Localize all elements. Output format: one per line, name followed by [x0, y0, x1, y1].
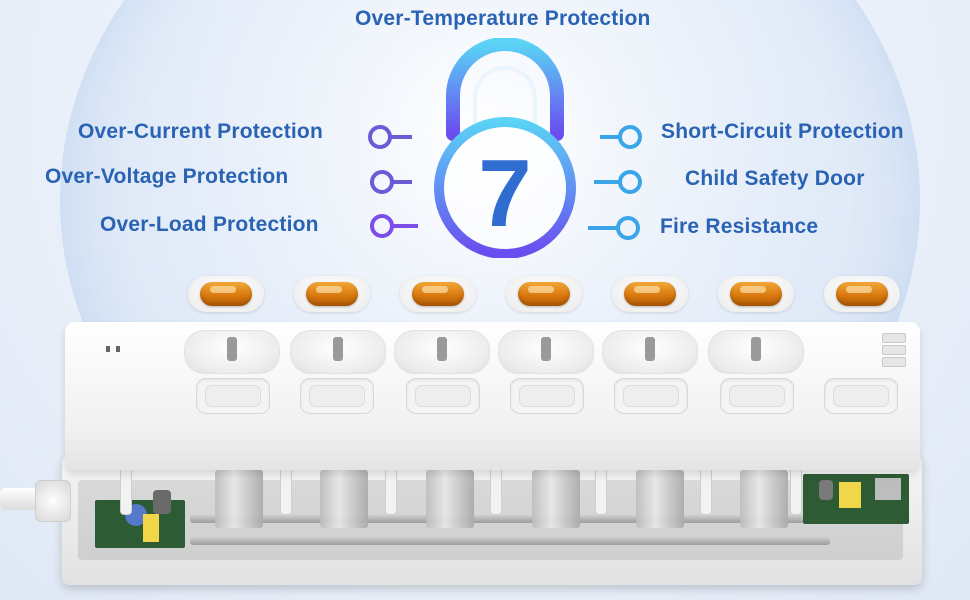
- socket-contact: [636, 470, 684, 528]
- outlet-socket: [708, 330, 804, 374]
- rocker-cap: [518, 282, 570, 306]
- feature-fire-resistance: Fire Resistance: [660, 215, 819, 238]
- outlet-switch-slot: [720, 378, 794, 414]
- rocker-switch: [612, 276, 688, 312]
- support-post: [790, 465, 802, 515]
- connectors-right: [588, 125, 642, 240]
- connector-node-short-circuit: [618, 125, 642, 149]
- rocker-switch: [400, 276, 476, 312]
- feature-over-temperature: Over-Temperature Protection: [355, 7, 651, 30]
- feature-over-current: Over-Current Protection: [78, 120, 323, 143]
- lock-number: 7: [478, 140, 532, 247]
- connector-node-over-load: [370, 214, 394, 238]
- connector-node-over-current: [368, 125, 392, 149]
- feature-over-voltage: Over-Voltage Protection: [45, 165, 289, 188]
- usb-port: [882, 333, 906, 343]
- support-post: [120, 465, 132, 515]
- pcb-board-right: [803, 474, 909, 524]
- support-post: [280, 465, 292, 515]
- indicator-light: [116, 346, 120, 352]
- rocker-switch: [506, 276, 582, 312]
- busbar: [190, 515, 830, 523]
- rocker-cap: [200, 282, 252, 306]
- feature-short-circuit: Short-Circuit Protection: [661, 120, 904, 143]
- socket-contact: [215, 470, 263, 528]
- outlet-socket: [602, 330, 698, 374]
- pcb-board-left: [95, 490, 185, 548]
- outlet-switch-slot: [196, 378, 270, 414]
- outlet-switch-slot: [614, 378, 688, 414]
- usb-port: [882, 345, 906, 355]
- connector-node-fire-resistance: [616, 216, 640, 240]
- lock-icon: 7: [425, 37, 585, 259]
- connector-node-child-safety: [618, 170, 642, 194]
- support-post: [595, 465, 607, 515]
- outlet-socket: [184, 330, 280, 374]
- rocker-cap: [412, 282, 464, 306]
- socket-contact: [320, 470, 368, 528]
- rocker-switch: [188, 276, 264, 312]
- outlet-socket: [498, 330, 594, 374]
- rocker-cap: [306, 282, 358, 306]
- outlet-socket: [394, 330, 490, 374]
- socket-contact: [426, 470, 474, 528]
- indicator-light: [106, 346, 110, 352]
- feature-over-load: Over-Load Protection: [100, 213, 319, 236]
- outlet-socket: [290, 330, 386, 374]
- rocker-switch: [294, 276, 370, 312]
- connectors-left: [368, 125, 418, 238]
- rocker-cap: [836, 282, 888, 306]
- outlet-switch-slot: [300, 378, 374, 414]
- support-post: [490, 465, 502, 515]
- feature-child-safety-door: Child Safety Door: [685, 167, 865, 190]
- socket-contact: [740, 470, 788, 528]
- rocker-switch: [718, 276, 794, 312]
- outlet-switch-slot: [824, 378, 898, 414]
- rocker-cap: [624, 282, 676, 306]
- outlet-switch-slot: [510, 378, 584, 414]
- support-post: [385, 465, 397, 515]
- support-post: [700, 465, 712, 515]
- rocker-cap: [730, 282, 782, 306]
- rocker-switch: [824, 276, 900, 312]
- socket-contact: [532, 470, 580, 528]
- cable-grommet: [35, 480, 71, 522]
- outlet-switch-slot: [406, 378, 480, 414]
- busbar: [190, 537, 830, 545]
- connector-node-over-voltage: [370, 170, 394, 194]
- usb-port: [882, 357, 906, 367]
- padlock-icon: [434, 37, 576, 259]
